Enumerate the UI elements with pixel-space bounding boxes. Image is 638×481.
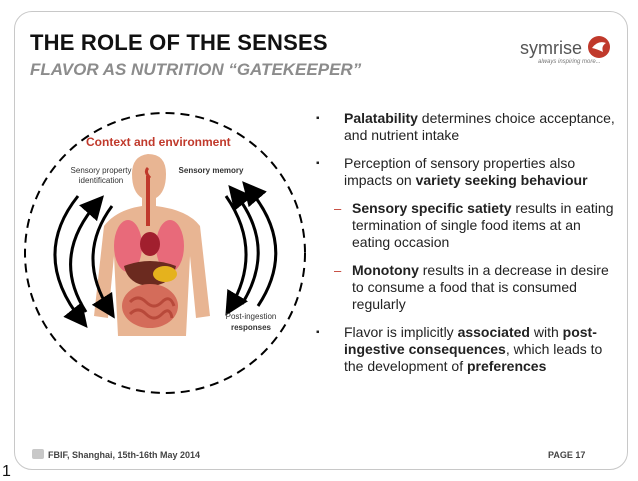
bullet-item: –Sensory specific satiety results in eat… (316, 200, 616, 251)
context-circle (24, 112, 306, 394)
arrow-right-mid (228, 185, 260, 305)
bullet-text: Flavor is implicitly (344, 324, 458, 340)
dash-bullet-icon: – (334, 263, 342, 278)
slide-subtitle: FLAVOR AS NUTRITION “GATEKEEPER” (30, 60, 362, 79)
bullet-text: Palatability (344, 110, 418, 126)
arrow-left-mid (69, 195, 104, 313)
bullet-item: ▪ Palatability determines choice acceptan… (316, 110, 616, 144)
arrow-left-outer (53, 195, 88, 329)
logo-bird-icon (588, 36, 610, 58)
bullet-text: results in a decrease in desire to consu… (352, 262, 609, 312)
square-bullet-icon: ▪ (316, 158, 320, 169)
bullet-text: Sensory specific satiety (352, 200, 512, 216)
bullet-text: , which leads to the development of (344, 341, 603, 374)
sensory-memory-label: Sensory memory (178, 166, 244, 175)
dash-bullet-icon: – (334, 201, 342, 216)
bullet-text: determines choice acceptance, and nutrie… (344, 110, 615, 143)
bullet-text: Monotony (352, 262, 419, 278)
arrow-right-outer (242, 181, 278, 307)
arrow-right-inner (224, 195, 248, 316)
bullet-text: associated (457, 324, 530, 340)
bullet-item: ▪ Perception of sensory properties also i… (316, 155, 616, 189)
context-environment-label: Context and environment (86, 135, 231, 149)
responses-label: responses (230, 323, 272, 332)
senses-diagram (24, 112, 306, 394)
square-bullet-icon: ▪ (316, 113, 320, 124)
slide-title: THE ROLE OF THE SENSES (30, 30, 328, 55)
footer-event: FBIF, Shanghai, 15th-16th May 2014 (48, 450, 201, 460)
bullet-text: results in eating termination of single … (352, 200, 614, 250)
page-number: PAGE 17 (548, 450, 586, 460)
sensory-property-label: Sensory property identification (70, 166, 132, 185)
square-bullet-icon: ▪ (316, 327, 320, 338)
bullet-text: with (529, 324, 563, 340)
bullet-item: –Monotony results in a decrease in desir… (316, 262, 616, 313)
arrow-left-inner (91, 205, 115, 319)
human-body-illustration (94, 154, 210, 336)
post-ingestion-label: Post-ingestion (225, 312, 277, 321)
bullet-text: preferences (466, 358, 547, 374)
back-arrow-icon[interactable] (32, 449, 44, 459)
bullet-text: variety seeking behaviour (415, 172, 588, 188)
symrise-logo: symrise always inspiring more... (520, 34, 610, 70)
bullet-text: post-ingestive consequences (344, 324, 597, 357)
logo-wordmark: symrise (520, 38, 582, 58)
logo-tagline: always inspiring more... (538, 59, 601, 65)
bullet-item: ▪ Flavor is implicitly associated with po… (316, 324, 616, 375)
slide-number: 1 (2, 463, 11, 480)
bullet-text: Perception of sensory properties also im… (344, 155, 576, 188)
bullet-list: ▪ Palatability determines choice acceptan… (316, 110, 616, 386)
